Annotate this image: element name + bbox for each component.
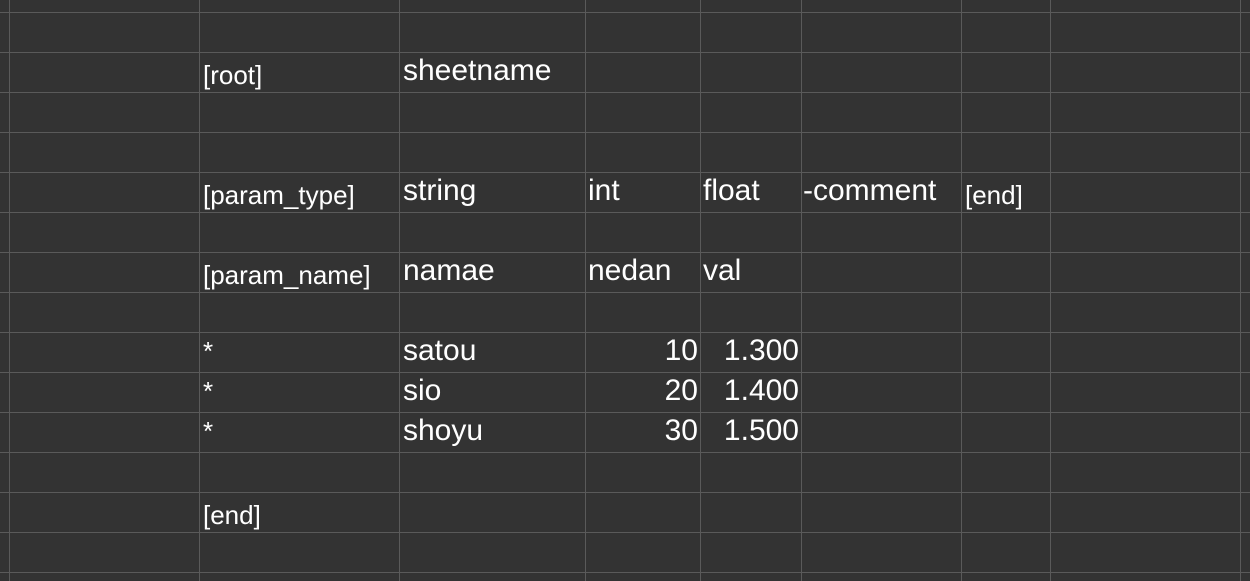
cell-type-int[interactable]: int xyxy=(588,174,620,207)
grid-line xyxy=(585,0,586,581)
grid-line xyxy=(0,92,1250,93)
cell-row-marker[interactable]: * xyxy=(203,376,214,406)
cell-type-string[interactable]: string xyxy=(403,174,477,207)
cell-namae[interactable]: satou xyxy=(403,334,477,367)
grid-line xyxy=(0,412,1250,413)
grid-line xyxy=(0,52,1250,53)
grid-line xyxy=(1240,0,1241,581)
grid-line xyxy=(0,332,1250,333)
grid-line xyxy=(0,12,1250,13)
cell-param-name-marker[interactable]: [param_name] xyxy=(203,260,371,290)
cell-name-nedan[interactable]: nedan xyxy=(588,254,672,287)
grid-line xyxy=(0,252,1250,253)
cell-sheetname[interactable]: sheetname xyxy=(403,54,552,87)
grid-line xyxy=(0,572,1250,573)
cell-name-namae[interactable]: namae xyxy=(403,254,495,287)
cell-end-marker[interactable]: [end] xyxy=(203,500,261,530)
grid-line xyxy=(0,492,1250,493)
grid-line xyxy=(0,372,1250,373)
cell-namae[interactable]: shoyu xyxy=(403,414,484,447)
grid-line xyxy=(1050,0,1051,581)
grid-line xyxy=(0,172,1250,173)
grid-line xyxy=(0,212,1250,213)
cell-param-type-end[interactable]: [end] xyxy=(965,180,1023,210)
grid-line xyxy=(199,0,200,581)
grid-line xyxy=(700,0,701,581)
cell-namae[interactable]: sio xyxy=(403,374,442,407)
grid-line xyxy=(0,452,1250,453)
grid-line xyxy=(961,0,962,581)
grid-line xyxy=(399,0,400,581)
cell-nedan[interactable]: 20 xyxy=(664,374,698,407)
cell-nedan[interactable]: 10 xyxy=(664,334,698,367)
cell-param-type-marker[interactable]: [param_type] xyxy=(203,180,355,210)
cell-val[interactable]: 1.300 xyxy=(723,334,799,367)
grid-line xyxy=(801,0,802,581)
grid-line xyxy=(0,532,1250,533)
grid-line xyxy=(9,0,10,581)
cell-row-marker[interactable]: * xyxy=(203,336,214,366)
cell-root-marker[interactable]: [root] xyxy=(203,60,263,90)
cell-type-float[interactable]: float xyxy=(703,174,760,207)
cell-name-val[interactable]: val xyxy=(703,254,742,287)
cell-type-comment[interactable]: -comment xyxy=(803,174,937,207)
cell-val[interactable]: 1.500 xyxy=(723,414,799,447)
cell-nedan[interactable]: 30 xyxy=(664,414,698,447)
grid-line xyxy=(0,292,1250,293)
grid-line xyxy=(0,132,1250,133)
cell-row-marker[interactable]: * xyxy=(203,416,214,446)
cell-val[interactable]: 1.400 xyxy=(723,374,799,407)
